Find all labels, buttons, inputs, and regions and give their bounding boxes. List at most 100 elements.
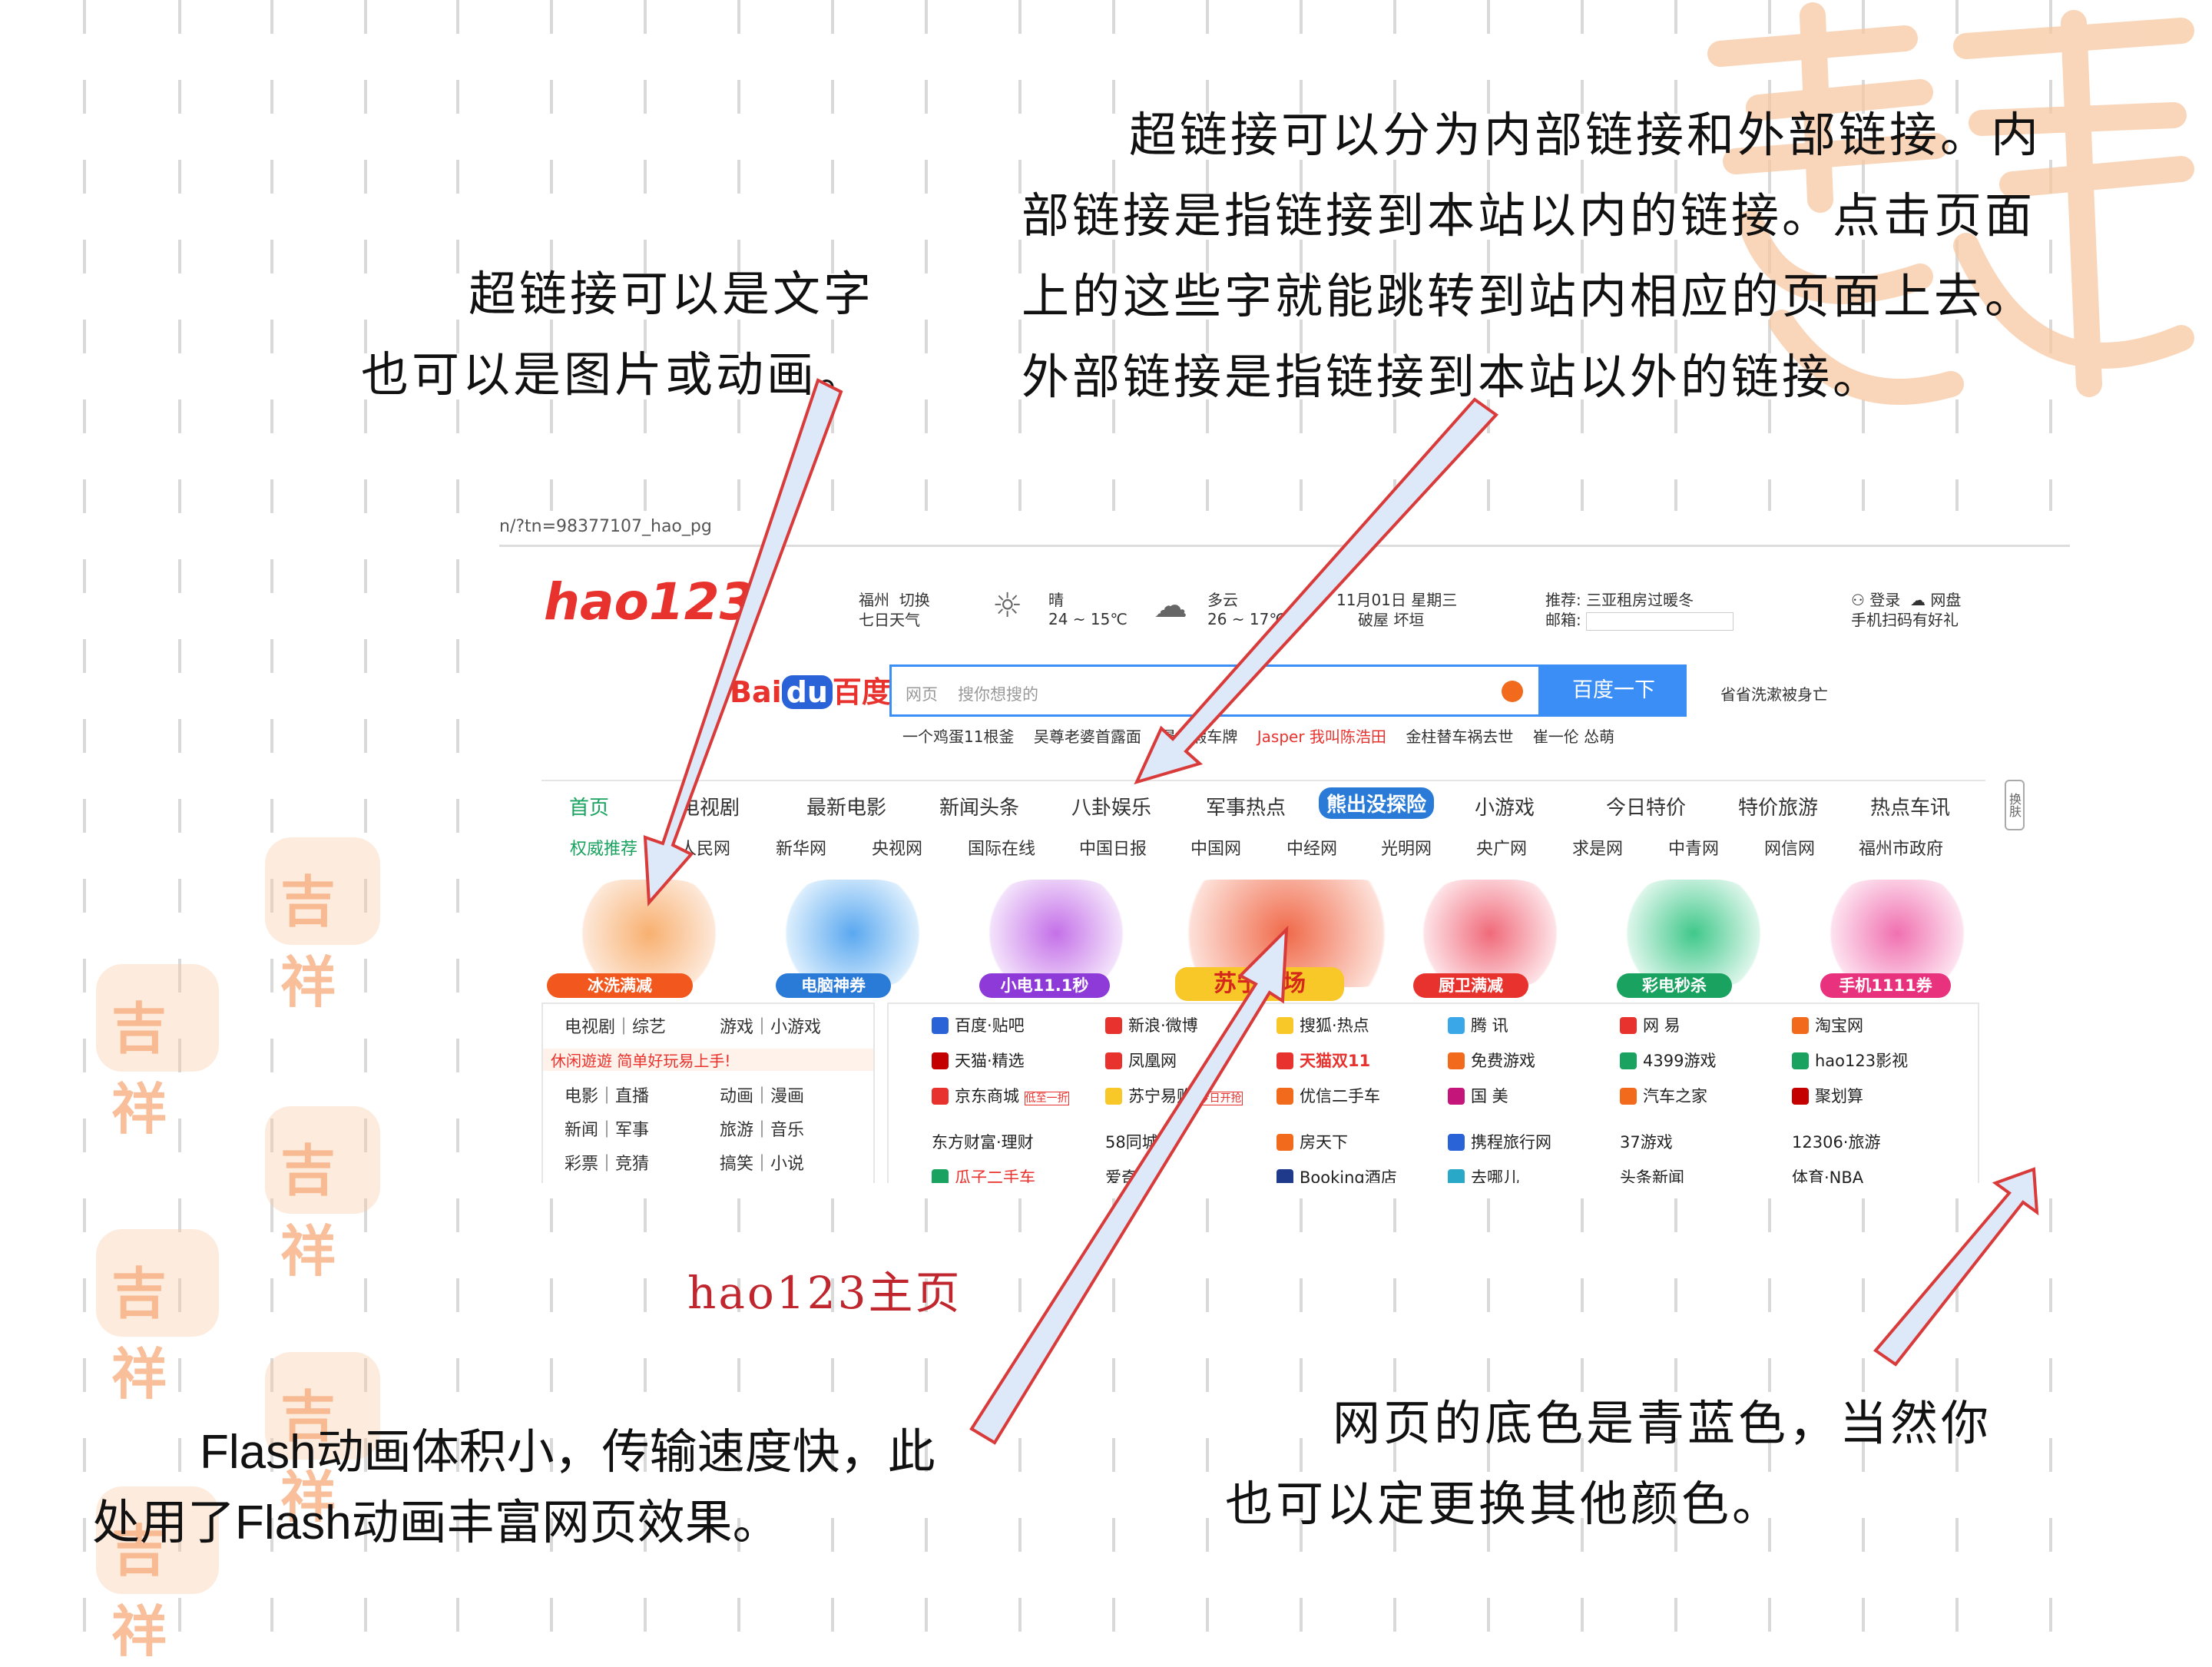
nav-link[interactable]: 求是网 <box>1572 840 1624 859</box>
tab-cars[interactable]: 热点车讯 <box>1870 797 1951 820</box>
nav-link[interactable]: 央视网 <box>872 840 923 859</box>
login-link[interactable]: ⚇ 登录 ☁ 网盘 <box>1851 591 1962 609</box>
seal-watermark: 吉祥 <box>96 964 219 1142</box>
skin-switch[interactable]: 换肤 <box>2005 780 2025 830</box>
site-link[interactable]: 免费游戏 <box>1448 1049 1535 1072</box>
site-link[interactable]: 百度·贴吧 <box>932 1013 1025 1036</box>
promo-image[interactable] <box>1820 880 1974 987</box>
hot-word[interactable]: Jasper 我叫陈浩田 <box>1257 727 1386 746</box>
tab-flash-banner[interactable]: 熊出没探险 <box>1319 787 1435 819</box>
tab-deals[interactable]: 今日特价 <box>1606 797 1687 820</box>
main-nav: 首页 电视剧 最新电影 新闻头条 八卦娱乐 军事热点 熊出没探险 小游戏 今日特… <box>541 780 1985 824</box>
category-link[interactable]: 电影｜直播 <box>565 1087 650 1106</box>
site-link[interactable]: 国 美 <box>1448 1084 1508 1107</box>
url-bar[interactable]: n/?tn=98377107_hao_pg <box>499 517 712 536</box>
search-button[interactable]: 百度一下 <box>1541 664 1687 717</box>
nav-link[interactable]: 央广网 <box>1476 840 1528 859</box>
hot-word[interactable]: 一个鸡蛋11根釜 <box>902 727 1015 746</box>
hot-word[interactable]: 崔一伦 怂萌 <box>1532 727 1615 746</box>
site-link[interactable]: 网 易 <box>1620 1013 1681 1036</box>
tab-home[interactable]: 首页 <box>569 797 610 820</box>
site-link[interactable]: 东方财富·理财 <box>932 1133 1034 1152</box>
site-link[interactable]: 凤凰网 <box>1105 1049 1177 1072</box>
tab-games[interactable]: 小游戏 <box>1475 797 1535 820</box>
category-link[interactable]: 动画｜漫画 <box>720 1087 805 1106</box>
note-text-image-links: 超链接可以是文字 也可以是图片或动画。 <box>361 266 875 403</box>
weather-city[interactable]: 福州 切换 <box>859 591 930 609</box>
promo-label[interactable]: 彩电秒杀 <box>1617 973 1732 998</box>
site-link[interactable]: 天猫·精选 <box>932 1049 1025 1072</box>
mail-login[interactable]: 邮箱: <box>1545 608 1734 631</box>
hot-word[interactable]: 金柱替车祸去世 <box>1406 727 1514 746</box>
site-link[interactable]: 淘宝网 <box>1792 1013 1863 1036</box>
promo-label[interactable]: 小电11.1秒 <box>979 973 1110 998</box>
note-internal-external-links: 超链接可以分为内部链接和外部链接。内 部链接是指链接到本站以内的链接。点击页面 … <box>1022 107 2042 405</box>
recommend[interactable]: 推荐: 三亚租房过暖冬 <box>1545 591 1694 609</box>
promo-image[interactable] <box>979 880 1133 987</box>
nav-link[interactable]: 国际在线 <box>968 840 1036 859</box>
weather-forecast-link[interactable]: 七日天气 <box>859 611 920 629</box>
site-link[interactable]: 去哪儿 <box>1448 1165 1519 1183</box>
hot-word[interactable]: 吴尊老婆首露面 <box>1033 727 1141 746</box>
site-link[interactable]: 房天下 <box>1277 1130 1348 1153</box>
nav-link[interactable]: 中经网 <box>1286 840 1338 859</box>
promo-label[interactable]: 电脑神券 <box>776 973 891 998</box>
nav-link[interactable]: 中国网 <box>1190 840 1242 859</box>
tab-gossip[interactable]: 八卦娱乐 <box>1071 797 1152 820</box>
nav-link[interactable]: 中青网 <box>1668 840 1720 859</box>
sun-icon: ☼ <box>992 586 1023 625</box>
hao123-logo[interactable]: hao123 <box>544 572 755 631</box>
site-links-grid: 百度·贴吧 新浪·微博 搜狐·热点 腾 讯 网 易 淘宝网 天猫·精选 凤凰网 … <box>887 1003 1979 1183</box>
site-link[interactable]: 聚划算 <box>1792 1084 1863 1107</box>
promo-image[interactable] <box>1413 880 1567 987</box>
tab-military[interactable]: 军事热点 <box>1206 797 1286 820</box>
site-link[interactable]: 瓜子二手车 <box>932 1165 1035 1183</box>
category-link[interactable]: 搞笑｜小说 <box>720 1155 805 1174</box>
category-link[interactable]: 彩票｜竞猜 <box>565 1155 650 1174</box>
site-link[interactable]: 汽车之家 <box>1620 1084 1707 1107</box>
promo-label[interactable]: 手机1111券 <box>1820 973 1951 998</box>
site-link[interactable]: 12306·旅游 <box>1792 1133 1881 1152</box>
tab-news[interactable]: 新闻头条 <box>939 797 1020 820</box>
nav-link[interactable]: 中国日报 <box>1079 840 1147 859</box>
category-link[interactable]: 旅游｜音乐 <box>720 1121 805 1140</box>
seal-watermark: 吉祥 <box>96 1229 219 1407</box>
promo-label[interactable]: 冰洗满减 <box>547 973 693 998</box>
site-link[interactable]: 携程旅行网 <box>1448 1130 1551 1153</box>
nav-link[interactable]: 网信网 <box>1764 840 1816 859</box>
search-side-link[interactable]: 省省洗漱被身亡 <box>1720 685 1828 704</box>
site-link[interactable]: Booking酒店 <box>1277 1165 1397 1183</box>
promo-image[interactable] <box>776 880 929 987</box>
nav-link[interactable]: 新华网 <box>776 840 827 859</box>
site-link[interactable]: 体育·NBA <box>1792 1168 1864 1183</box>
site-link[interactable]: 优信二手车 <box>1277 1084 1380 1107</box>
tab-travel[interactable]: 特价旅游 <box>1738 797 1819 820</box>
category-link[interactable]: 电视剧｜综艺 <box>565 1018 667 1037</box>
nav-link[interactable]: 光明网 <box>1381 840 1432 859</box>
notification-dot-icon <box>1502 681 1523 702</box>
site-link[interactable]: 37游戏 <box>1620 1133 1673 1152</box>
site-link[interactable]: 新浪·微博 <box>1105 1013 1198 1036</box>
site-link[interactable]: 天猫双11 <box>1277 1049 1370 1072</box>
category-link[interactable]: 新闻｜军事 <box>565 1121 650 1140</box>
site-link[interactable]: 4399游戏 <box>1620 1049 1716 1072</box>
site-link[interactable]: hao123影视 <box>1792 1049 1908 1072</box>
seal-watermark: 吉祥 <box>265 1106 380 1284</box>
nav-link[interactable]: 福州市政府 <box>1859 840 1944 859</box>
tab-movies[interactable]: 最新电影 <box>806 797 887 820</box>
category-link[interactable]: 游戏｜小游戏 <box>720 1018 822 1037</box>
ad-banner[interactable]: 休闲遊遊 简单好玩易上手! <box>543 1049 873 1071</box>
site-link[interactable]: 搜狐·热点 <box>1277 1013 1369 1036</box>
site-link[interactable]: 腾 讯 <box>1448 1013 1508 1036</box>
promo-image[interactable] <box>1617 880 1770 987</box>
nav-link[interactable]: 权威推荐 <box>570 840 638 859</box>
date-text: 11月01日 星期三 <box>1336 591 1458 609</box>
site-link[interactable]: 京东商城 低至一折 <box>932 1084 1069 1107</box>
promo-label[interactable]: 厨卫满减 <box>1413 973 1528 998</box>
site-link[interactable]: 头条新闻 <box>1620 1168 1684 1183</box>
mobile-qr-link[interactable]: 手机扫码有好礼 <box>1851 611 1959 629</box>
